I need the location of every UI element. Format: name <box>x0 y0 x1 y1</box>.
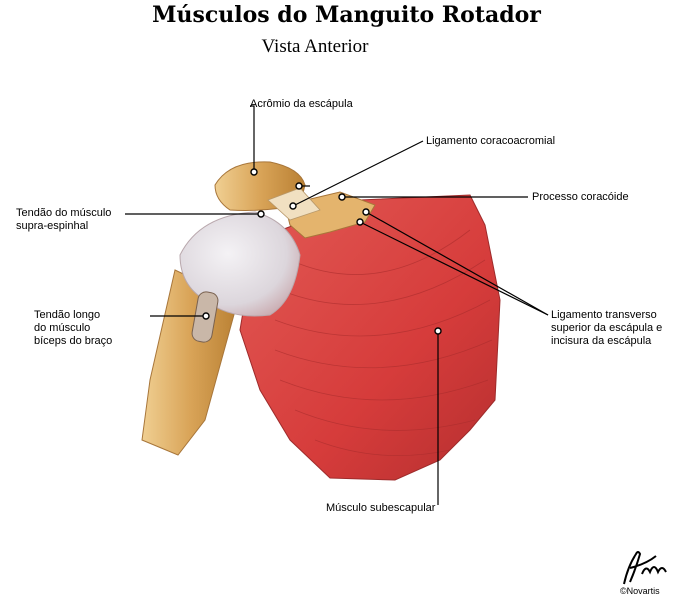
leader-coracoacromial <box>292 140 424 207</box>
marker-biceps <box>202 312 210 320</box>
leader-transverse-2 <box>365 211 549 316</box>
copyright-text: ©Novartis <box>620 586 660 596</box>
marker-coracoacromial <box>295 182 303 190</box>
label-coracoacromial: Ligamento coracoacromial <box>426 135 556 147</box>
label-biceps: Tendão longo do músculo bíceps do braço <box>34 309 112 348</box>
label-biceps-line2: do músculo <box>34 322 91 334</box>
leader-acromion <box>250 105 255 172</box>
marker-coracoacromial-2 <box>289 202 297 210</box>
label-transverse-line3: incisura da escápula <box>551 335 652 347</box>
marker-supraspinatus <box>257 210 265 218</box>
label-subscapularis: Músculo subescapular <box>326 502 436 514</box>
label-biceps-line3: bíceps do braço <box>34 335 113 347</box>
marker-coracoid <box>338 193 346 201</box>
label-coracoid: Processo coracóide <box>532 191 629 203</box>
diagram-title: Músculos do Manguito Rotador <box>152 2 541 28</box>
label-acromion: Acrômio da escápula <box>250 98 353 110</box>
diagram-subtitle: Vista Anterior <box>261 36 369 57</box>
label-supraspinatus-line1: Tendão do músculo <box>16 207 112 219</box>
marker-acromion <box>250 168 258 176</box>
label-supraspinatus: Tendão do músculo supra-espinhal <box>16 207 111 233</box>
label-supraspinatus-line2: supra-espinhal <box>16 220 89 232</box>
label-biceps-line1: Tendão longo <box>34 309 101 321</box>
marker-transverse <box>362 208 370 216</box>
marker-subscapularis <box>434 327 442 335</box>
label-transverse-line2: superior da escápula e <box>551 322 663 334</box>
marker-transverse-2 <box>356 218 364 226</box>
netter-signature-logo <box>623 551 667 585</box>
label-transverse: Ligamento transverso superior da escápul… <box>551 309 662 348</box>
label-transverse-line1: Ligamento transverso <box>551 309 657 321</box>
leader-transverse <box>359 221 549 316</box>
